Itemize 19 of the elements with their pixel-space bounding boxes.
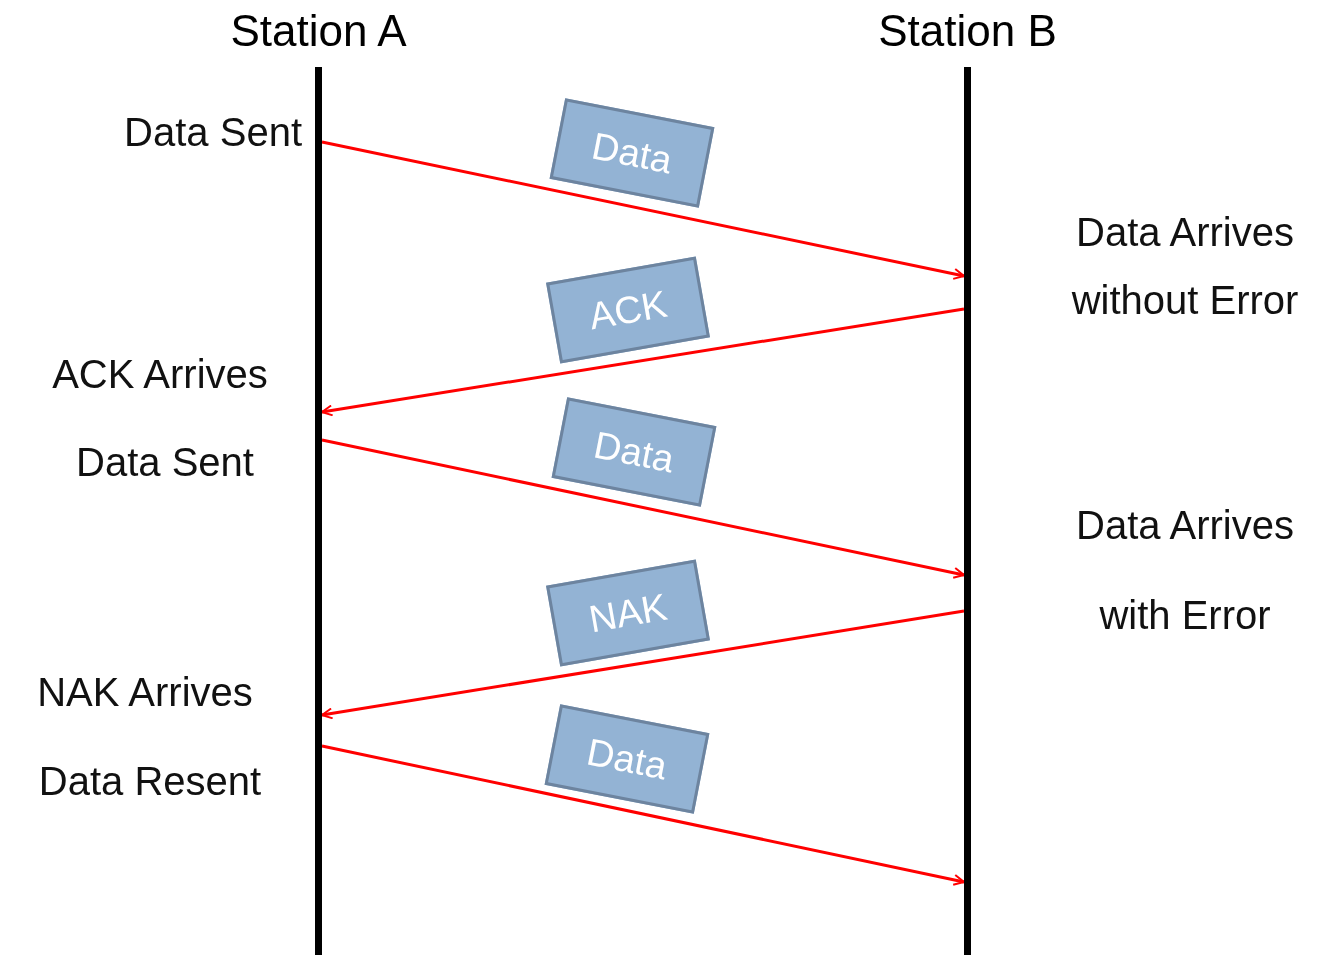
event-label: Data Arrives with Error: [1075, 502, 1295, 639]
event-label: Data Sent: [123, 109, 302, 156]
message-arrow: [321, 307, 965, 417]
packet-label: Data: [551, 397, 717, 507]
packet-label: NAK: [546, 559, 710, 667]
event-label: ACK Arrives: [51, 351, 269, 398]
message-arrow: [321, 140, 965, 280]
event-label: NAK Arrives: [36, 669, 254, 716]
packet-label: ACK: [546, 256, 710, 364]
message-arrow: [321, 744, 965, 886]
event-label: Data Arrives without Error: [1070, 209, 1300, 324]
station-heading: Station A: [229, 5, 408, 57]
station-heading: Station B: [877, 5, 1058, 57]
event-label: Data Resent: [37, 758, 263, 805]
event-label: Data Sent: [75, 439, 255, 486]
packet-label: Data: [549, 98, 715, 208]
message-arrow: [321, 609, 965, 720]
packet-label: Data: [544, 704, 710, 814]
message-arrow: [321, 438, 965, 579]
